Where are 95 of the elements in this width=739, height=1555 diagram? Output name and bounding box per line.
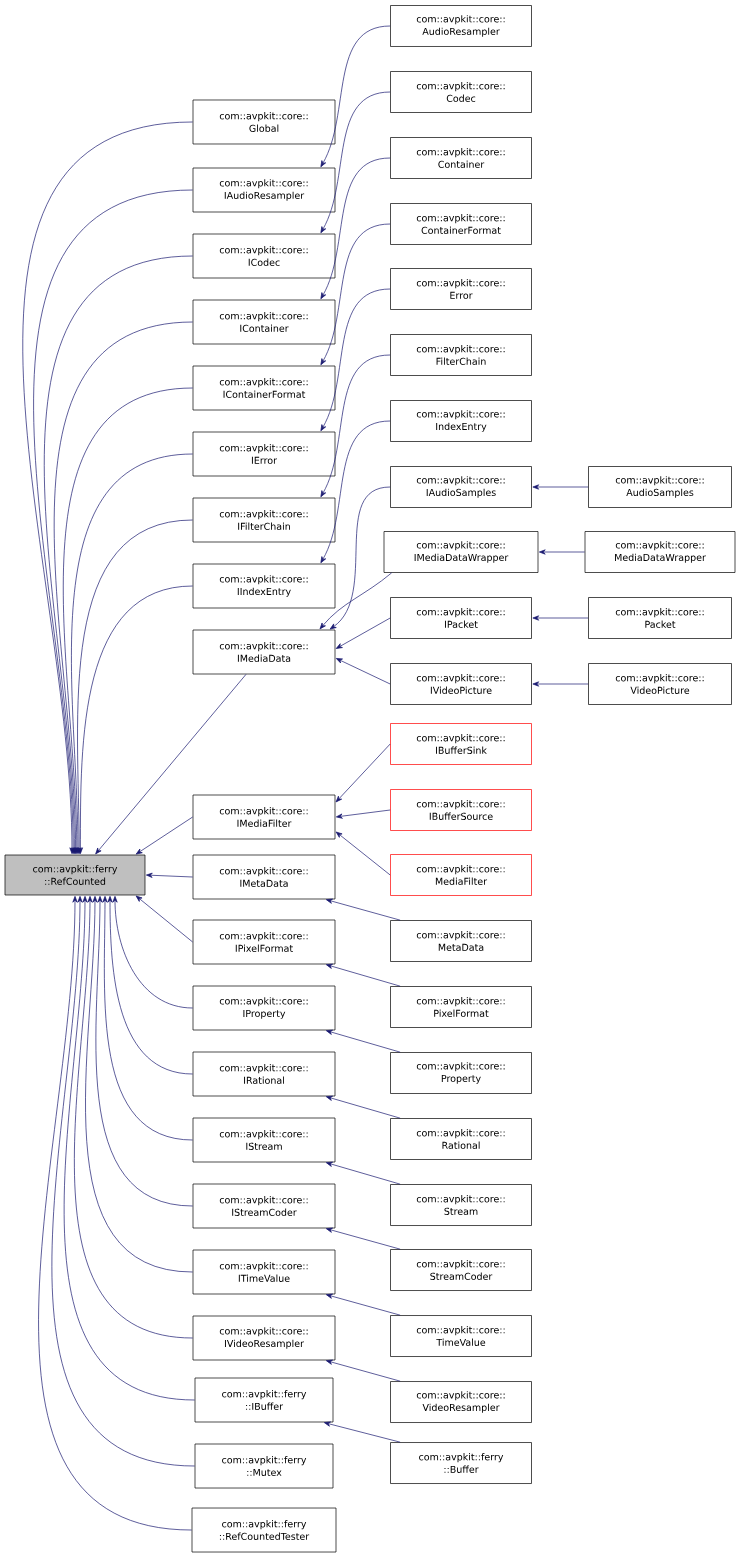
class-box: com::avpkit::core:: IBufferSource: [390, 789, 532, 831]
arrow: [325, 1359, 401, 1382]
arrow: [54, 321, 193, 854]
arrow: [135, 895, 193, 943]
arrow: [74, 896, 193, 1339]
class-box: com::avpkit::core:: IStreamCoder: [192, 1183, 336, 1229]
arrow: [43, 255, 193, 854]
class-box: com::avpkit::core:: IContainer: [192, 299, 336, 345]
class-box: com::avpkit::core:: IError: [192, 431, 336, 477]
class-box: com::avpkit::core:: IIndexEntry: [192, 563, 336, 609]
class-box: com::avpkit::core:: IPixelFormat: [192, 919, 336, 965]
arrow: [320, 25, 391, 168]
arrow: [325, 1227, 401, 1250]
arrow: [95, 896, 193, 1207]
class-box: com::avpkit::ferry ::Buffer: [390, 1442, 532, 1484]
class-box: com::avpkit::core:: IVideoResampler: [192, 1315, 336, 1361]
arrow: [320, 420, 391, 564]
class-box: com::avpkit::core:: VideoResampler: [390, 1381, 532, 1423]
class-box: com::avpkit::core:: IRational: [192, 1051, 336, 1097]
class-box: com::avpkit::core:: ICodec: [192, 233, 336, 279]
class-box: com::avpkit::core:: FilterChain: [390, 334, 532, 376]
arrow: [112, 896, 193, 1009]
arrow: [85, 896, 193, 1273]
arrow: [62, 387, 193, 854]
arrow: [77, 585, 193, 854]
arrow: [323, 1421, 401, 1443]
arrow: [135, 816, 193, 855]
arrow: [532, 615, 589, 621]
class-box: com::avpkit::core:: IContainerFormat: [192, 365, 336, 411]
arrow: [532, 681, 589, 687]
arrow: [320, 223, 391, 366]
class-box: com::avpkit::core:: Property: [390, 1052, 532, 1094]
class-box: com::avpkit::ferry ::Mutex: [194, 1443, 334, 1489]
arrow: [320, 288, 391, 432]
class-box: com::avpkit::core:: Rational: [390, 1118, 532, 1160]
arrow: [325, 898, 401, 921]
arrow: [76, 519, 193, 854]
arrow: [335, 658, 391, 685]
class-box: com::avpkit::core:: PixelFormat: [390, 986, 532, 1028]
arrow: [335, 743, 391, 803]
arrow: [95, 674, 247, 855]
arrow: [51, 896, 195, 1467]
class-box: com::avpkit::core:: MediaDataWrapper: [584, 531, 736, 573]
arrow: [146, 872, 193, 878]
class-box: com::avpkit::core:: IPacket: [390, 597, 532, 639]
class-box: com::avpkit::core:: ContainerFormat: [390, 203, 532, 245]
arrow: [532, 484, 589, 490]
arrow: [539, 549, 585, 555]
class-box: com::avpkit::core:: AudioResampler: [390, 5, 532, 47]
arrow: [336, 809, 391, 819]
class-box: com::avpkit::core:: IVideoPicture: [390, 663, 532, 705]
class-box: com::avpkit::core:: IMediaFilter: [192, 794, 336, 840]
class-box: com::avpkit::core:: Packet: [588, 597, 732, 639]
arrow: [325, 963, 401, 987]
arrow: [325, 1293, 401, 1316]
class-box: com::avpkit::core:: MediaFilter: [390, 854, 532, 896]
class-box: com::avpkit::core:: Error: [390, 268, 532, 310]
class-box: com::avpkit::core:: IFilterChain: [192, 497, 336, 543]
class-box: com::avpkit::core:: IStream: [192, 1117, 336, 1163]
arrow: [319, 572, 392, 630]
class-box: com::avpkit::core:: IMetaData: [192, 854, 336, 900]
class-box: com::avpkit::ferry ::RefCountedTester: [191, 1507, 337, 1553]
arrow: [325, 1161, 401, 1185]
class-box: com::avpkit::core:: Stream: [390, 1184, 532, 1226]
class-box: com::avpkit::core:: IMediaData: [192, 629, 336, 675]
arrow: [320, 354, 391, 498]
class-box: com::avpkit::core:: IProperty: [192, 985, 336, 1031]
class-box: com::avpkit::core:: TimeValue: [390, 1315, 532, 1357]
arrow: [325, 1095, 401, 1119]
arrow: [107, 896, 193, 1075]
arrow: [320, 157, 391, 300]
class-box: com::avpkit::ferry ::IBuffer: [194, 1377, 334, 1423]
class-box: com::avpkit::core:: MetaData: [390, 920, 532, 962]
class-box: com::avpkit::core:: IAudioResampler: [192, 167, 336, 213]
class-box: com::avpkit::core:: ITimeValue: [192, 1249, 336, 1295]
arrow: [325, 1029, 401, 1053]
arrow: [38, 896, 192, 1531]
arrow: [335, 831, 391, 876]
arrow: [320, 91, 391, 234]
class-box: com::avpkit::core:: Global: [192, 99, 336, 145]
class-box: com::avpkit::core:: Container: [390, 137, 532, 179]
class-box: com::avpkit::ferry ::RefCounted: [4, 854, 146, 896]
class-box: com::avpkit::core:: Codec: [390, 71, 532, 113]
arrow: [335, 617, 391, 649]
arrow: [71, 453, 193, 854]
arrow: [329, 486, 391, 630]
class-box: com::avpkit::core:: StreamCoder: [390, 1249, 532, 1291]
class-box: com::avpkit::core:: IMediaDataWrapper: [383, 531, 539, 573]
class-box: com::avpkit::core:: AudioSamples: [588, 466, 732, 508]
arrow: [102, 896, 193, 1141]
class-box: com::avpkit::core:: IndexEntry: [390, 400, 532, 442]
class-box: com::avpkit::core:: VideoPicture: [588, 663, 732, 705]
arrow: [63, 896, 195, 1401]
class-box: com::avpkit::core:: IAudioSamples: [390, 466, 532, 508]
class-box: com::avpkit::core:: IBufferSink: [390, 723, 532, 765]
